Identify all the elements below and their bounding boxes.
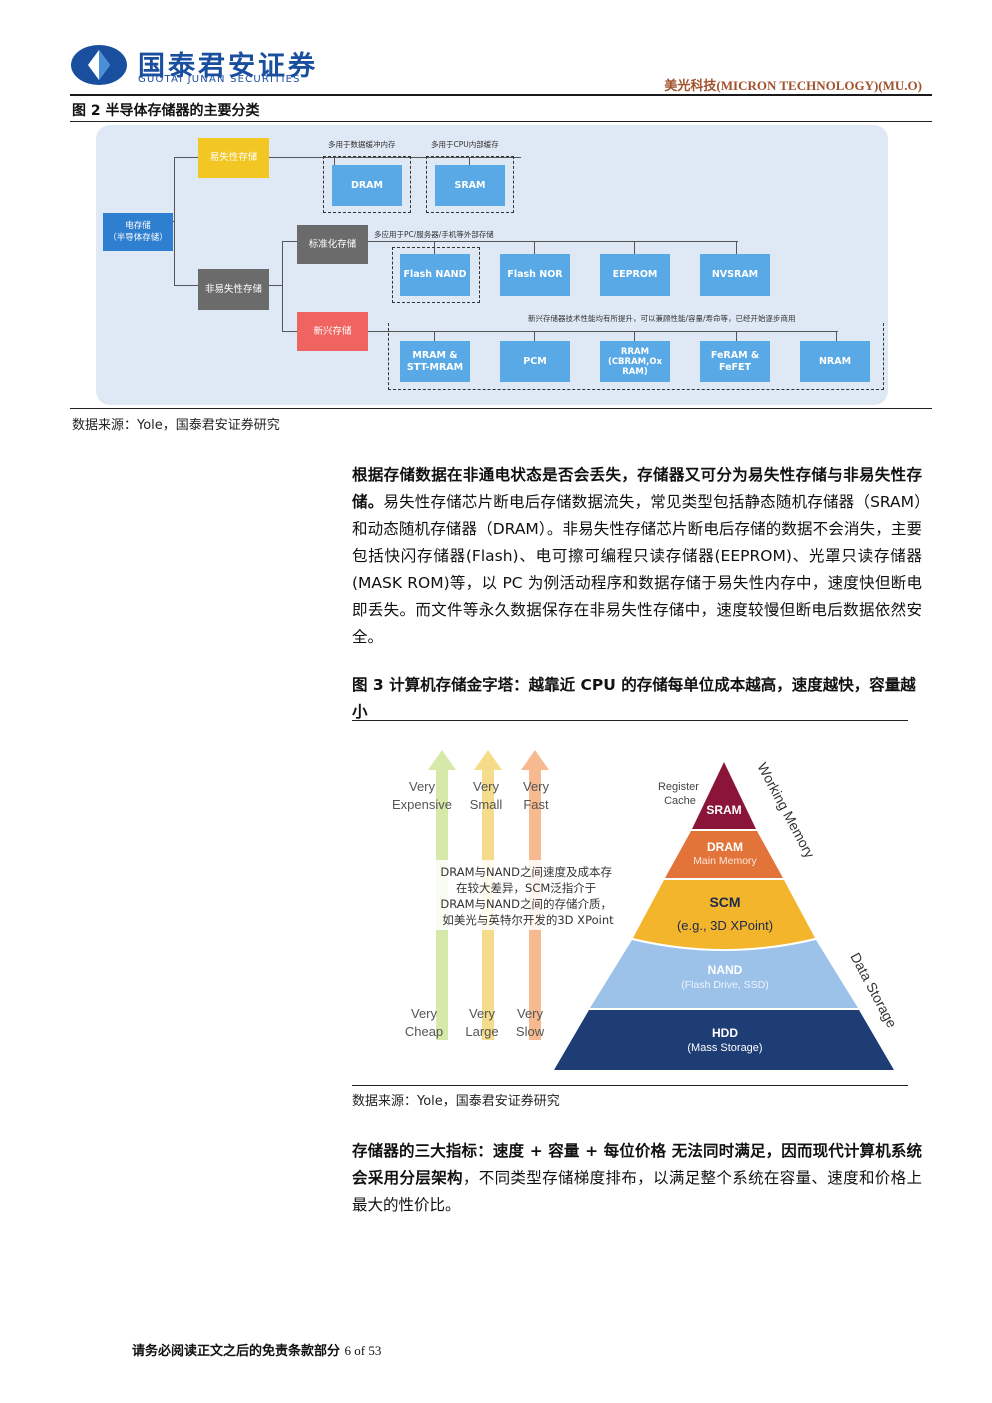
paragraph2-lead: 存储器的三大指标：速度 + 容量 + 每位价格 无法同时满足，因而现代计算机系统… — [352, 1142, 922, 1187]
paragraph1-body: 易失性存储芯片断电后存储数据流失，常见类型包括静态随机存储器（SRAM）和动态随… — [352, 493, 922, 646]
node-nonvolatile: 非易失性存储 — [198, 269, 269, 310]
node-eeprom: EEPROM — [600, 254, 670, 296]
logo-icon — [71, 45, 127, 85]
scm-note: DRAM与NAND之间速度及成本存 在较大差异，SCM泛指介于 DRAM与NAN… — [440, 865, 615, 927]
node-nram: NRAM — [800, 341, 870, 382]
node-dram: DRAM — [332, 165, 402, 206]
figure3-source: 数据来源：Yole，国泰君安证券研究 — [352, 1094, 560, 1109]
figure2-source: 数据来源：Yole，国泰君安证券研究 — [72, 418, 280, 433]
pyramid-level-scm — [633, 880, 815, 949]
paragraph-memory-metrics: 存储器的三大指标：速度 + 容量 + 每位价格 无法同时满足，因而现代计算机系统… — [352, 1138, 922, 1219]
level-nand-sub: (Flash Drive, SSD) — [681, 979, 769, 991]
level-dram-sub: Main Memory — [693, 855, 757, 867]
pyramid-level-dram — [665, 831, 783, 878]
node-nvsram: NVSRAM — [700, 254, 770, 296]
memory-classification-diagram: 多用于数据缓冲内存 多用于CPU内部缓存 多应用于PC/服务器/手机等外部存储 … — [96, 125, 888, 405]
node-pcm: PCM — [500, 341, 570, 382]
level-scm-label: SCM — [709, 894, 740, 910]
register-cache-label: Register Cache — [658, 781, 702, 807]
level-hdd-label: HDD — [712, 1026, 738, 1040]
node-volatile: 易失性存储 — [198, 138, 269, 178]
figure3-bottom-rule — [352, 1085, 908, 1086]
figure3-title: 图 3 计算机存储金字塔：越靠近 CPU 的存储每单位成本越高，速度越快，容量越… — [352, 676, 916, 721]
page-number: 6 of 53 — [344, 1343, 382, 1358]
node-flash-nor: Flash NOR — [500, 254, 570, 296]
node-feram: FeRAM & FeFET — [700, 341, 770, 382]
pyramid-level-sram — [692, 762, 756, 829]
figure2-title: 图 2 半导体存储器的主要分类 — [72, 103, 260, 119]
node-standardized: 标准化存储 — [297, 225, 368, 264]
level-sram-label: SRAM — [706, 803, 741, 817]
note-emerging: 新兴存储器技术性能均有所提升，可以兼顾性能/容量/寿命等，已经开始逐步商用 — [528, 314, 796, 323]
level-nand-label: NAND — [708, 963, 743, 977]
node-rram: RRAM (CBRAM,Ox RAM) — [600, 341, 670, 382]
paragraph-memory-types: 根据存储数据在非通电状态是否会丢失，存储器又可分为易失性存储与非易失性存储。易失… — [352, 462, 922, 651]
node-mram: MRAM & STT-MRAM — [400, 341, 470, 382]
paragraph2-body: ，不同类型存储梯度排布，以满足整个系统在容量、速度和价格上最大的性价比。 — [352, 1169, 922, 1214]
figure3-top-rule — [352, 720, 908, 721]
node-flash-nand: Flash NAND — [400, 254, 470, 296]
report-title: 美光科技(MICRON TECHNOLOGY)(MU.O) — [664, 78, 922, 93]
note-dram: 多用于数据缓冲内存 — [328, 140, 396, 149]
level-dram-label: DRAM — [707, 840, 743, 854]
paragraph1-lead: 根据存储数据在非通电状态是否会丢失，存储器又可分为易失性存储与非易失性存储。 — [352, 466, 922, 511]
pyramid-level-hdd — [554, 1010, 894, 1070]
node-electronic-storage: 电存储 （半导体存储） — [103, 213, 173, 251]
note-sram: 多用于CPU内部缓存 — [431, 140, 499, 149]
footer-text: 请务必阅读正文之后的免责条款部分 — [132, 1344, 341, 1359]
node-emerging: 新兴存储 — [297, 312, 368, 351]
header-divider — [70, 94, 932, 96]
node-sram: SRAM — [435, 165, 505, 206]
logo-text-cn: 国泰君安证券 — [138, 51, 318, 82]
figure2-top-rule — [70, 121, 932, 122]
note-standardized: 多应用于PC/服务器/手机等外部存储 — [374, 230, 494, 239]
pyramid-level-nand — [590, 940, 858, 1008]
footer-disclaimer: 请务必阅读正文之后的免责条款部分 6 of 53 — [132, 1340, 381, 1359]
figure2-bottom-rule — [70, 408, 932, 409]
level-hdd-sub: (Mass Storage) — [687, 1042, 762, 1054]
logo-text-en: GUOTAI JUNAN SECURITIES — [138, 74, 301, 85]
level-scm-sub: (e.g., 3D XPoint) — [677, 918, 773, 933]
